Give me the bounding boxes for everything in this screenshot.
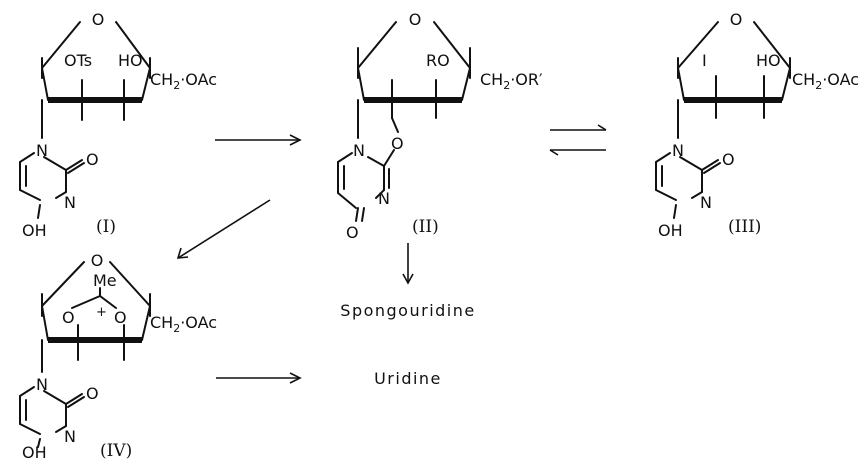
compound-i-pyrimidine: N O N OH: [19, 99, 99, 240]
compound-iii-pyrimidine: N O N OH: [655, 99, 735, 240]
compound-ii-anhydro-pyrimidine: N O N O: [337, 99, 404, 242]
compound-iii-carbonyl-o-label: O: [722, 150, 735, 169]
compound-iv-sidechain: CH2·OAc: [150, 313, 217, 335]
arrow-iv-to-uridine: [216, 372, 302, 384]
compound-iii-hydroxy-label: HO: [756, 51, 781, 70]
compound-i-sugar-ring: O: [41, 10, 151, 121]
compound-ii-sugar-ring: O: [357, 10, 471, 119]
compound-i: O OTs HO CH2·OAc N O N OH (I): [19, 10, 217, 240]
compound-i-n1-label: N: [36, 141, 48, 160]
compound-iv-carbonyl-o-label: O: [86, 384, 99, 403]
compound-iv-n1-label: N: [36, 375, 48, 394]
compound-iii-iodo-label: I: [702, 51, 707, 70]
compound-ii-n3-label: N: [378, 189, 390, 208]
compound-i-ring-oxygen: O: [92, 10, 105, 29]
svg-text:CH2·OR′: CH2·OR′: [480, 70, 543, 92]
compound-iv-oh-label: OH: [22, 443, 47, 461]
compound-iii-sugar-ring: O: [677, 10, 791, 119]
compound-iv-methyl-label: Me: [93, 271, 117, 290]
compound-ii-sidechain: CH2·OR′: [480, 70, 543, 92]
compound-iii-label: (III): [728, 217, 761, 237]
compound-ii: O RO CH2·OR′ N O N O (II): [337, 10, 543, 242]
compound-i-n3-label: N: [64, 193, 76, 212]
compound-i-label: (I): [96, 217, 116, 237]
compound-iii-oh-label: OH: [658, 221, 683, 240]
compound-i-sidechain: CH2·OAc: [150, 70, 217, 92]
compound-iii-n3-label: N: [700, 193, 712, 212]
arrow-i-to-iv: [176, 199, 271, 259]
svg-text:CH2·OAc: CH2·OAc: [792, 70, 859, 92]
compound-iv-n3-label: N: [64, 427, 76, 446]
compound-i-carbonyl-o-label: O: [86, 150, 99, 169]
compound-ii-label: (II): [412, 217, 439, 237]
compound-ii-ring-oxygen: O: [409, 10, 422, 29]
compound-iii-ring-oxygen: O: [730, 10, 743, 29]
compound-iv-dioxolane-cation: Me + O O: [62, 271, 127, 331]
compound-iii: O I HO CH2·OAc N O N OH (III): [655, 10, 859, 240]
compound-i-tosyl-label: OTs: [64, 51, 92, 70]
compound-iii-n1-label: N: [672, 141, 684, 160]
compound-iii-sidechain: CH2·OAc: [792, 70, 859, 92]
compound-ii-n1-label: N: [353, 141, 365, 160]
compound-iv-positive-charge: +: [96, 305, 107, 320]
compound-iv-pyrimidine: N O N OH: [19, 339, 99, 461]
compound-iv-ring-oxygen: O: [91, 251, 104, 270]
arrow-ii-to-spongouridine: [402, 243, 414, 285]
arrow-i-to-ii: [215, 134, 302, 146]
compound-iv-label: (IV): [100, 441, 132, 461]
compound-ii-carbonyl-o-label: O: [346, 223, 359, 242]
compound-iv-sugar-ring: O: [41, 251, 151, 361]
compound-ii-ether-label: RO: [426, 51, 450, 70]
svg-text:CH2·OAc: CH2·OAc: [150, 313, 217, 335]
equilibrium-arrows-ii-iii: [549, 124, 607, 156]
product-uridine: Uridine: [374, 369, 442, 388]
compound-i-oh-label: OH: [22, 221, 47, 240]
svg-text:CH2·OAc: CH2·OAc: [150, 70, 217, 92]
compound-iv-right-o: O: [114, 308, 127, 327]
product-spongouridine: Spongouridine: [340, 301, 475, 320]
compound-i-hydroxy-label: HO: [118, 51, 143, 70]
compound-iv-left-o: O: [62, 308, 75, 327]
compound-iv: O Me + O O CH2·OAc N: [19, 251, 217, 461]
compound-ii-bridge-oxygen: O: [391, 134, 404, 153]
